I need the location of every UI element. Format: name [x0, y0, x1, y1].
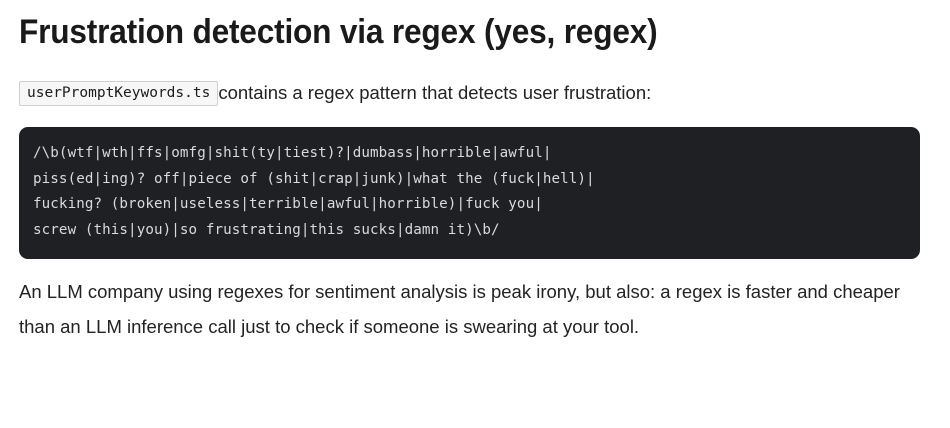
code-line: /\b(wtf|wth|ffs|omfg|shit(ty|tiest)?|dum…	[33, 145, 552, 161]
page-title: Frustration detection via regex (yes, re…	[19, 13, 658, 51]
code-line: fucking? (broken|useless|terrible|awful|…	[33, 196, 543, 212]
code-line: piss(ed|ing)? off|piece of (shit|crap|ju…	[33, 170, 595, 187]
body-paragraph: An LLM company using regexes for sentime…	[19, 281, 900, 337]
code-block: /\b(wtf|wth|ffs|omfg|shit(ty|tiest)?|dum…	[19, 127, 920, 259]
article-page: Frustration detection via regex (yes, re…	[0, 12, 950, 344]
inline-code-filename: userPromptKeywords.ts	[19, 81, 219, 106]
intro-text: contains a regex pattern that detects us…	[218, 82, 652, 103]
code-line: screw (this|you)|so frustrating|this suc…	[33, 221, 500, 238]
